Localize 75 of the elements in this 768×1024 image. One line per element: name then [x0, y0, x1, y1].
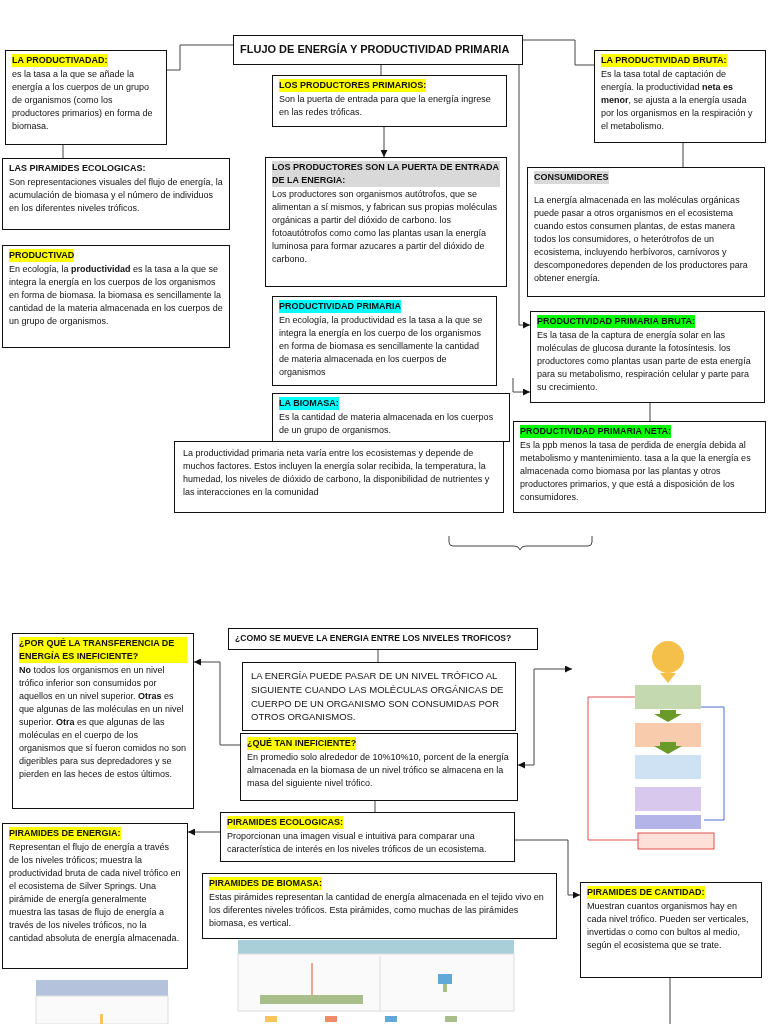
box-heading: PIRAMIDES ECOLOGICAS:	[227, 816, 343, 830]
box-heading: LOS PRODUCTORES PRIMARIOS:	[279, 79, 427, 93]
box-heading: ¿COMO SE MUEVE LA ENERGIA ENTRE LOS NIVELES TROFICOS?	[235, 634, 513, 644]
box-heading: PRODUCTIVAD	[9, 249, 75, 263]
arrow	[512, 377, 531, 396]
box-text: Estas pirámides representan la cantidad de energía almacenada en el tejido vivo en los diferentes niveles tróficos. Esta pirámides, como muchas de las pirámides biomasa, es vertical.	[209, 891, 545, 931]
box-heading: LA PRODUCTIVADAD:	[12, 54, 108, 68]
text-box	[265, 157, 507, 287]
connector-line	[649, 402, 651, 422]
box-text: Los productores son organismos autótrofos, que se alimentan a sí mismos, y fabrican sus propias moléculas orgánicas a partir del dióxido de carbono. los fotoautótrofos como como las plantas usan la energía luminosa para formar azucares a partir del dióxido de carbono.	[272, 188, 499, 267]
box-text: Es la cantidad de materia almacenada en los cuerpos de un grupo de organismos.	[279, 411, 495, 438]
box-heading: PRODUCTIVIDAD PRIMARIA	[279, 300, 401, 314]
box-text: No todos los organismos en un nivel trófico inferior son consumidos por aquellos en un nivel superior. Otras es que algunas de las moléculas en un nivel superior. Otra es que algunas de las moléculas en el cuerpo de los organismos que sí fueron comidos no son digeribles para sus depredadores y se pierden en las heces de estos últimos.	[19, 664, 187, 782]
connector-line	[669, 977, 671, 1024]
box-text: es la tasa a la que se añade la energía a los cuerpos de un grupo de organismos (como los productores primarios) en forma de biomasa.	[12, 68, 154, 134]
box-text: En promedio solo alrededor de 10%10%10, porcent de la energía almacenada en la biomasa de un nivel trófico se almacena en la masa del siguiente nivel trófico.	[247, 751, 510, 791]
box-text: Es la tasa total de captación de energía. la productividad neta es menor, se ajusta a la energía usada por los organismos en la respiración y el metabolismo.	[601, 68, 754, 134]
box-text: En ecología, la productividad es la tasa a la que se integra la energía en los cuerpos de los organismos en forma de biomasa. la biomasa es sencillamente la cantidad de la materia almacenada en los cuerpos de un grupo de organismos.	[9, 263, 223, 329]
text-box	[2, 158, 230, 230]
box-text: La energía almacenada en las moléculas orgánicas puede pasar a otros organismos en el ecosistema cuando estos consumen plantas, de estas manera todos los consumidores, o heterótrofos de un ecosistema, incluyendo herbívoros, carnívoros y descomponedores dependen de los productores para obtener energía.	[534, 194, 749, 286]
box-heading: LA BIOMASA:	[279, 397, 339, 411]
connector-line	[62, 144, 64, 159]
box-text: Son representaciones visuales del flujo de energía, la acumulación de biomasa y el número de individuos en los diferentes niveles tróficos.	[9, 176, 223, 216]
connector-line	[166, 44, 234, 71]
connector-line	[374, 800, 376, 813]
text-box	[513, 421, 766, 513]
box-heading: PRODUCTIVIDAD PRIMARIA NETA:	[520, 425, 671, 439]
arrow	[193, 658, 241, 746]
box-text: En ecología, la productividad es la tasa a la que se integra la energía en los cuerpo de los organismos en forma de biomasa es sencillamente la cantidad de materia almacenada en los cuerpos de organismos	[279, 314, 484, 380]
text-box	[174, 441, 504, 513]
connector-line	[522, 39, 595, 66]
arrow	[518, 64, 531, 329]
arrow	[380, 126, 388, 158]
box-heading: CONSUMIDORES	[534, 171, 609, 185]
text-box	[530, 311, 765, 403]
text-box	[220, 812, 515, 862]
text-box	[2, 823, 188, 969]
box-heading: FLUJO DE ENERGÍA Y PRODUCTIVIDAD PRIMARIA	[240, 43, 511, 56]
arrow	[187, 828, 221, 836]
text-box	[272, 393, 510, 443]
box-text: Es la tasa de la captura de energía solar en las moléculas de glucosa durante la fotosíntesis. los productores como plantas usan parte de esta energía para su metabolismo, respiración celular y parte para su crecimiento.	[537, 329, 752, 395]
text-box	[202, 873, 557, 939]
text-box	[242, 662, 516, 732]
text-box	[2, 245, 230, 348]
box-heading: LA PRODUCTIVIDAD BRUTA:	[601, 54, 727, 68]
text-box	[580, 882, 762, 978]
arrow	[517, 665, 573, 769]
text-box	[272, 75, 507, 127]
box-text: Son la puerta de entrada para que la energía ingrese en las redes tróficas.	[279, 93, 492, 120]
text-box	[272, 296, 497, 386]
arrow	[514, 839, 581, 899]
connector-line	[380, 64, 382, 76]
box-heading: ¿QUÉ TAN INEFICIENTE?	[247, 737, 357, 751]
text-box	[594, 50, 766, 143]
text-box	[527, 167, 765, 297]
box-text: Proporcionan una imagen visual e intuitiva para comparar una característica de interés en los niveles tróficos de un ecosistema.	[227, 830, 488, 857]
box-heading: PIRAMIDES DE ENERGIA:	[9, 827, 121, 841]
box-text: Es la ppb menos la tasa de perdida de energía debida al metabolismo y mantenimiento. tasa a la que la energía es almacenada como biomasa por las plantas y otros productores primarios, y que está a disposición de los consumidores.	[520, 439, 752, 505]
box-heading: PIRAMIDES DE BIOMASA:	[209, 877, 322, 891]
text-box	[5, 50, 167, 145]
box-text: La productividad primaria neta varía entre los ecosistemas y depende de muchos factores. Estos incluyen la energía solar recibida, la temperatura, la humedad, los niveles de dióxido de carbono, la disponibilidad de nutrientes y las interacciones en la comunidad	[183, 447, 491, 500]
box-heading: ¿POR QUÉ LA TRANSFERENCIA DE ENERGÍA ES INEFICIENTE?	[19, 637, 187, 664]
box-heading: LAS PIRAMIDES ECOLOGICAS:	[9, 162, 146, 175]
text-box	[12, 633, 194, 809]
box-heading: PRODUCTIVIDAD PRIMARIA BRUTA:	[537, 315, 695, 329]
connector-line	[377, 649, 379, 663]
box-text: Representan el flujo de energía a través de los niveles tróficos; muestra la productividad bruta de cada nivel trófico en el ecosistema de Silver Springs. Una pirámide de energía generalmente muestra las tasas de flujo de energía a través de los niveles tróficos, no la cantidad absoluta de energía almacenada.	[9, 841, 181, 946]
box-heading: PIRAMIDES DE CANTIDAD:	[587, 886, 705, 900]
box-text: Muestran cuantos organismos hay en cada nivel trófico. Pueden ser verticales, invertidas o como con bultos al medio, según el ecosistema que se trate.	[587, 900, 750, 953]
text-box	[240, 733, 518, 801]
text-box	[228, 628, 538, 650]
box-text: LA ENERGÍA PUEDE PASAR DE UN NIVEL TRÓFICO AL SIGUIENTE CUANDO LAS MOLÉCULAS ORGÁNICAS DE CUERPO DE UN ORGANISMO SON CONSUMIDAS POR OTROS ORGANISMOS.	[251, 669, 505, 725]
connector-line	[682, 142, 684, 168]
box-heading: LOS PRODUCTORES SON LA PUERTA DE ENTRADA DE LA ENERGIA:	[272, 161, 500, 188]
text-box	[233, 35, 523, 65]
